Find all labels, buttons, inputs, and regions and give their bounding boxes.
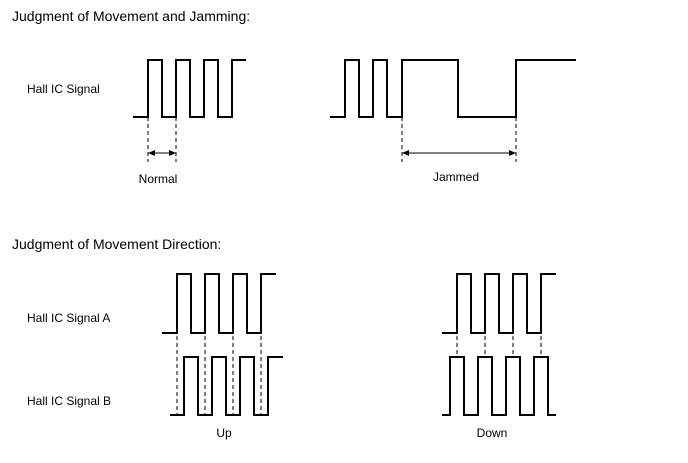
down-signal-b-waveform [442,356,556,416]
jammed-waveform [330,59,576,118]
section-title-jamming: Judgment of Movement and Jamming: [12,8,250,24]
hall-ic-signal-a-label: Hall IC Signal A [27,311,110,325]
normal-period-dimension-arrow [148,150,176,156]
jammed-label: Jammed [433,170,479,184]
jammed-period-dimension-arrow [402,150,516,156]
down-phase-markers [456,336,542,357]
up-signal-a-waveform [162,273,276,334]
normal-label: Normal [139,172,178,186]
section-title-direction: Judgment of Movement Direction: [12,236,221,252]
down-signal-a-waveform [442,273,556,334]
up-signal-b-waveform [170,356,283,416]
normal-waveform [133,59,246,118]
hall-ic-signal-label: Hall IC Signal [27,82,100,96]
up-phase-markers [176,336,262,415]
hall-ic-signal-b-label: Hall IC Signal B [27,394,111,408]
up-label: Up [216,426,232,440]
down-label: Down [477,426,508,440]
